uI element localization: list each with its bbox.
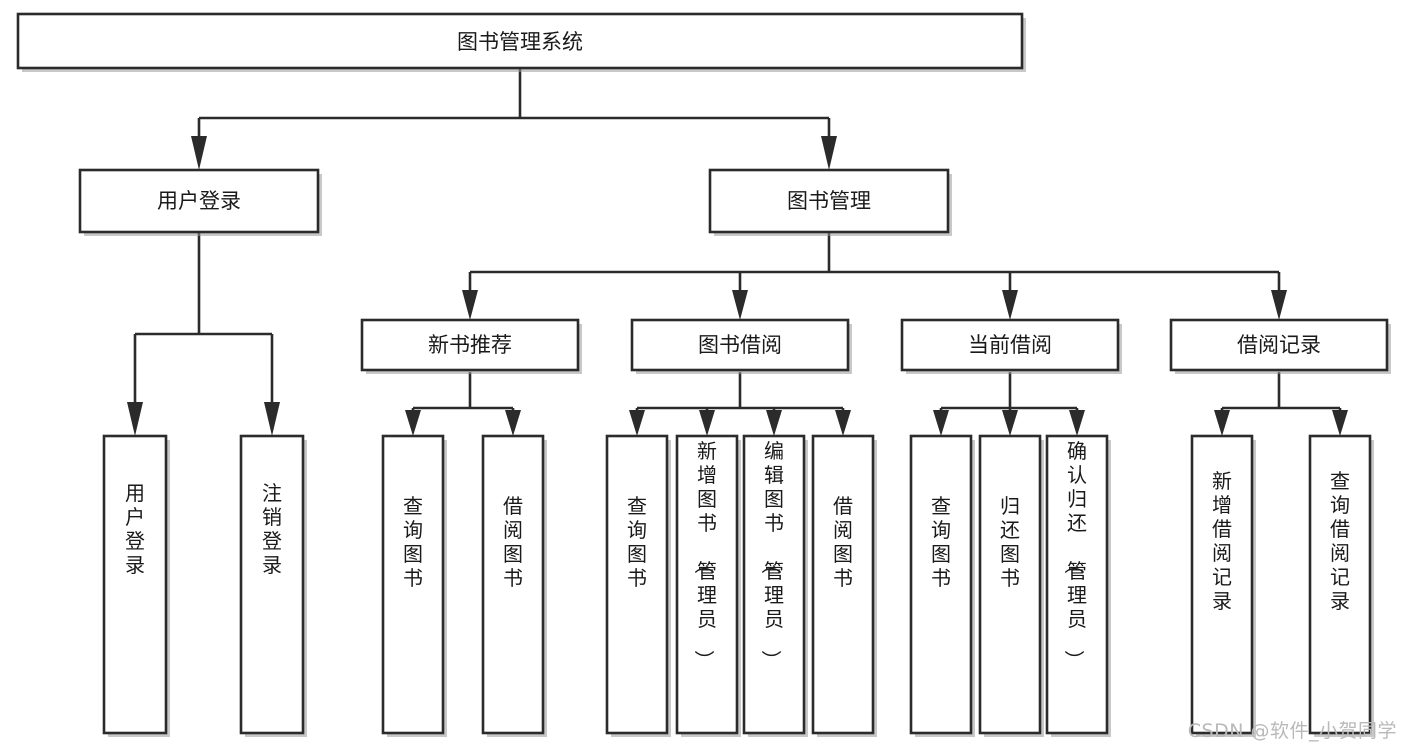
node-leaf-edit-book[interactable]: 编辑图书（管理员） [742, 434, 808, 737]
node-leaf-query-book-1-label: 查询图书 [403, 494, 423, 590]
node-leaf-user-login-rect[interactable] [102, 434, 168, 735]
node-leaf-query-book-3-rect[interactable] [909, 434, 973, 735]
node-borrow-record[interactable]: 借阅记录 [1169, 318, 1391, 374]
arrow-to-user-login [191, 136, 207, 170]
node-book-manage-rect[interactable] [708, 168, 950, 234]
connector-layer [127, 68, 1348, 436]
arrow-to-leaf-return-book [1002, 410, 1018, 436]
node-leaf-borrow-book-1-label: 借阅图书 [503, 494, 523, 590]
node-book-borrow-rect[interactable] [630, 318, 850, 372]
node-leaf-add-record[interactable]: 新增借阅记录 [1190, 434, 1256, 737]
arrow-to-leaf-query-book-2 [629, 410, 645, 436]
node-leaf-query-book-1[interactable]: 查询图书 [381, 434, 447, 737]
node-leaf-query-book-2-rect[interactable] [605, 434, 669, 735]
arrow-to-leaf-query-book-1 [405, 410, 421, 436]
node-leaf-query-book-2-label: 查询图书 [627, 494, 647, 590]
csdn-watermark: CSDN @软件_小贺同学 [1187, 720, 1397, 742]
node-leaf-query-record-rect[interactable] [1308, 434, 1372, 735]
node-leaf-edit-book-rect[interactable] [742, 434, 806, 735]
node-new-book-recommend-label: 新书推荐 [428, 333, 512, 357]
node-user-login-rect[interactable] [78, 168, 320, 234]
node-leaf-return-book[interactable]: 归还图书 [978, 434, 1044, 737]
node-leaf-query-record-label: 查询借阅记录 [1330, 469, 1350, 613]
node-book-borrow-label: 图书借阅 [698, 333, 782, 357]
node-leaf-user-logout-rect[interactable] [239, 434, 305, 735]
node-borrow-record-rect[interactable] [1169, 318, 1389, 372]
node-leaf-return-book-label: 归还图书 [1000, 494, 1020, 590]
node-leaf-query-record[interactable]: 查询借阅记录 [1308, 434, 1374, 737]
node-leaf-add-record-label: 新增借阅记录 [1212, 469, 1232, 613]
node-leaf-user-logout[interactable]: 注销登录 [239, 434, 307, 737]
node-user-login[interactable]: 用户登录 [78, 168, 322, 236]
arrow-to-leaf-user-login [127, 402, 143, 436]
arrow-to-current-borrow [1002, 290, 1018, 320]
arrow-to-leaf-user-logout [264, 402, 280, 436]
node-leaf-borrow-book-2[interactable]: 借阅图书 [811, 434, 877, 737]
arrow-to-leaf-add-book [699, 410, 715, 436]
node-leaf-borrow-book-2-label: 借阅图书 [833, 494, 853, 590]
node-leaf-return-book-rect[interactable] [978, 434, 1042, 735]
node-leaf-borrow-book-1-rect[interactable] [481, 434, 545, 735]
node-root-label: 图书管理系统 [457, 30, 583, 54]
node-leaf-query-book-3-label: 查询图书 [931, 494, 951, 590]
node-borrow-record-label: 借阅记录 [1237, 333, 1321, 357]
arrow-to-leaf-confirm-return [1069, 410, 1085, 436]
arrow-to-leaf-borrow-book-2 [835, 410, 851, 436]
node-current-borrow[interactable]: 当前借阅 [900, 318, 1122, 374]
node-root-rect[interactable] [16, 12, 1024, 70]
arrow-to-new-book-recommend [462, 290, 478, 320]
node-leaf-borrow-book-1[interactable]: 借阅图书 [481, 434, 547, 737]
node-book-manage-label: 图书管理 [787, 189, 871, 213]
arrow-to-leaf-add-record [1214, 410, 1230, 436]
node-leaf-query-book-1-rect[interactable] [381, 434, 445, 735]
arrow-to-leaf-query-book-3 [933, 410, 949, 436]
arrow-to-leaf-query-record [1332, 410, 1348, 436]
node-leaf-add-record-rect[interactable] [1190, 434, 1254, 735]
arrow-to-borrow-record [1271, 290, 1287, 320]
node-leaf-add-book-label: 新增图书（管理员） [692, 439, 717, 670]
node-leaf-query-book-3[interactable]: 查询图书 [909, 434, 975, 737]
node-leaf-confirm-return-rect[interactable] [1045, 434, 1109, 735]
node-book-borrow[interactable]: 图书借阅 [630, 318, 852, 374]
arrow-to-book-borrow [732, 290, 748, 320]
node-leaf-user-logout-label: 注销登录 [262, 481, 282, 577]
node-leaf-user-login-label: 用户登录 [125, 481, 145, 577]
node-root[interactable]: 图书管理系统 [16, 12, 1026, 72]
node-leaf-add-book[interactable]: 新增图书（管理员） [675, 434, 741, 737]
node-leaf-add-book-rect[interactable] [675, 434, 739, 735]
node-user-login-label: 用户登录 [157, 189, 241, 213]
arrow-to-book-manage [821, 136, 837, 170]
node-leaf-user-login[interactable]: 用户登录 [102, 434, 170, 737]
node-leaf-confirm-return[interactable]: 确认归还（管理员） [1045, 434, 1111, 737]
arrow-to-leaf-borrow-book-1 [505, 410, 521, 436]
node-new-book-recommend[interactable]: 新书推荐 [360, 318, 582, 374]
node-leaf-query-book-2[interactable]: 查询图书 [605, 434, 671, 737]
node-current-borrow-label: 当前借阅 [968, 333, 1052, 357]
node-leaf-confirm-return-label: 确认归还（管理员） [1062, 439, 1087, 670]
node-leaf-edit-book-label: 编辑图书（管理员） [759, 439, 784, 670]
node-new-book-recommend-rect[interactable] [360, 318, 580, 372]
node-leaf-borrow-book-2-rect[interactable] [811, 434, 875, 735]
node-book-manage[interactable]: 图书管理 [708, 168, 952, 236]
node-current-borrow-rect[interactable] [900, 318, 1120, 372]
arrow-to-leaf-edit-book [766, 410, 782, 436]
